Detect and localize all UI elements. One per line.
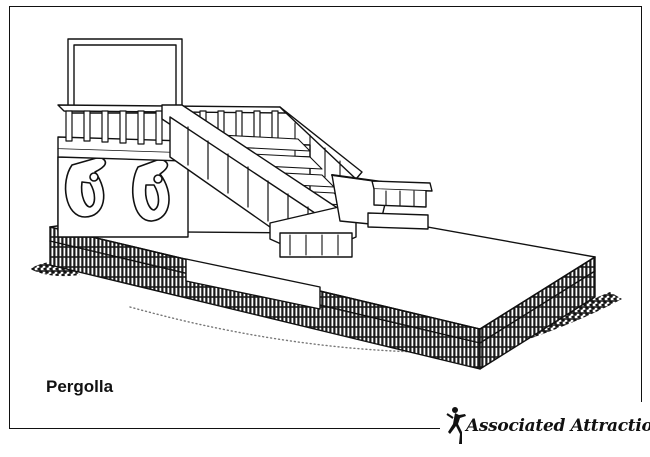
brand-logo: Associated Attractions <box>440 402 650 454</box>
dancing-figure-icon <box>446 407 466 444</box>
brand-logo-text: Associated Attractions <box>466 416 650 436</box>
illustration-frame: Pergolla <box>9 6 642 429</box>
pergola-float-drawing <box>30 38 622 370</box>
float-caption: Pergolla <box>46 377 114 396</box>
